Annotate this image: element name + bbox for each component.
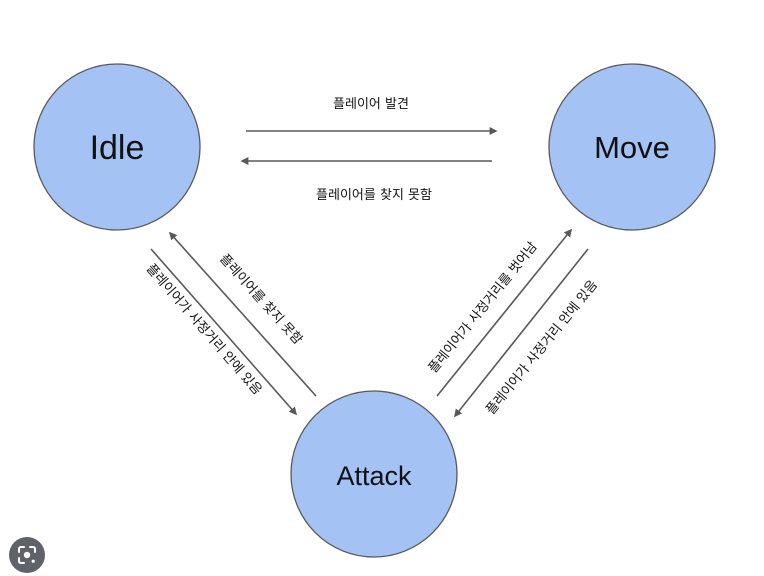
transition-idle-to-move: 플레이어 발견 (246, 97, 498, 135)
attack-label: Attack (336, 461, 412, 491)
label-attack-to-move: 플레이어가 사정거리를 벗어남 (426, 239, 541, 376)
transition-attack-to-move: 플레이어가 사정거리를 벗어남 (426, 228, 573, 397)
label-move-to-idle: 플레이어를 찾지 못함 (316, 188, 432, 203)
idle-node-circle (33, 63, 201, 231)
transition-idle-to-attack: 플레이어가 사정거리 안에 있음 (143, 248, 298, 416)
idle-label: Idle (90, 129, 145, 167)
move-label: Move (594, 130, 670, 165)
label-move-to-attack: 플레이어가 사정거리 안에 있음 (484, 278, 601, 418)
move-node-circle (548, 63, 716, 231)
transition-move-to-attack: 플레이어가 사정거리 안에 있음 (454, 248, 601, 418)
image-search-icon (18, 546, 36, 564)
arrow-attack-to-move (436, 228, 573, 397)
arrow-attack-to-idle (168, 231, 317, 397)
state-move: Move (548, 63, 716, 231)
arrow-idle-to-attack (150, 248, 298, 416)
image-search-button[interactable] (9, 537, 45, 573)
state-idle: Idle (33, 63, 201, 231)
transition-move-to-idle: 플레이어를 찾지 못함 (240, 157, 492, 203)
state-attack: Attack (290, 390, 458, 558)
attack-node-circle (290, 390, 458, 558)
arrow-move-to-attack (454, 248, 589, 418)
label-idle-to-move: 플레이어 발견 (333, 97, 409, 112)
